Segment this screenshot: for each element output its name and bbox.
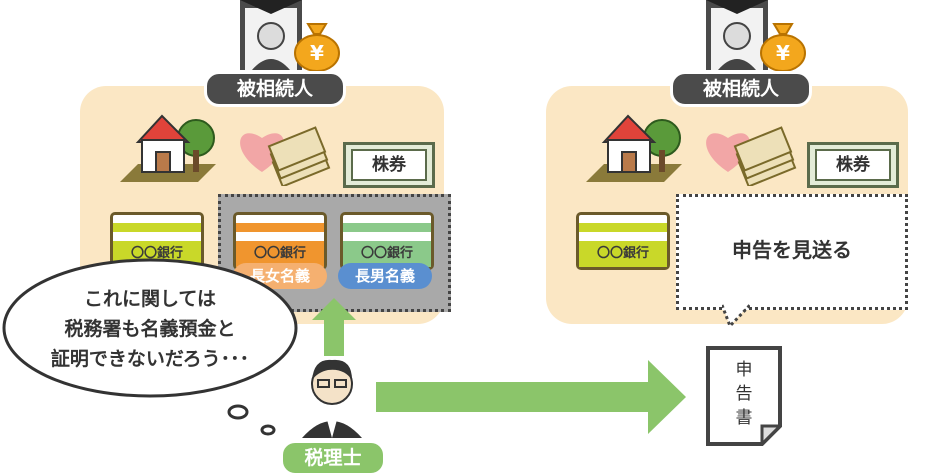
svg-text:¥: ¥ [310,41,324,65]
stock-certificate-icon: 株券 [343,142,435,188]
money-bag-icon: ¥ [758,18,808,72]
bank-book-yellow: 〇〇銀行 [576,212,670,270]
right-arrow [376,360,686,434]
stock-label: 株券 [815,149,891,181]
house-icon [584,110,684,186]
house-icon [118,110,218,186]
deferred-text: 申告を見送る [732,238,852,262]
bank-label: 〇〇銀行 [130,246,183,261]
stock-label: 株券 [351,149,427,181]
deferred-box [676,194,908,310]
box-pointer [720,302,752,329]
bank-book-green: 〇〇銀行 [340,212,434,270]
bank-book-orange: 〇〇銀行 [233,212,327,270]
decedent-label: 被相続人 [670,71,812,107]
speech-text: これに関しては 税務署も名義預金と 証明できないだろう･･･ [50,288,250,370]
decedent-label: 被相続人 [204,71,346,107]
speech-bubble [0,256,300,442]
tax-return-document-icon [706,346,784,448]
owner-tag-son: 長男名義 [338,263,432,289]
bank-label: 〇〇銀行 [360,246,413,261]
bank-label: 〇〇銀行 [596,246,649,261]
tax-accountant-label: 税理士 [280,440,386,476]
stock-certificate-icon: 株券 [807,142,899,188]
svg-text:¥: ¥ [776,41,790,65]
decedent-portrait [240,0,302,70]
heart-cash-icon [698,122,798,188]
tax-return-label: 申 告 書 [735,360,753,428]
money-bag-icon: ¥ [292,18,342,72]
bank-label: 〇〇銀行 [253,246,306,261]
up-arrow [312,298,356,356]
tax-accountant-avatar [298,352,366,438]
decedent-portrait [706,0,768,70]
heart-cash-icon [232,122,332,188]
